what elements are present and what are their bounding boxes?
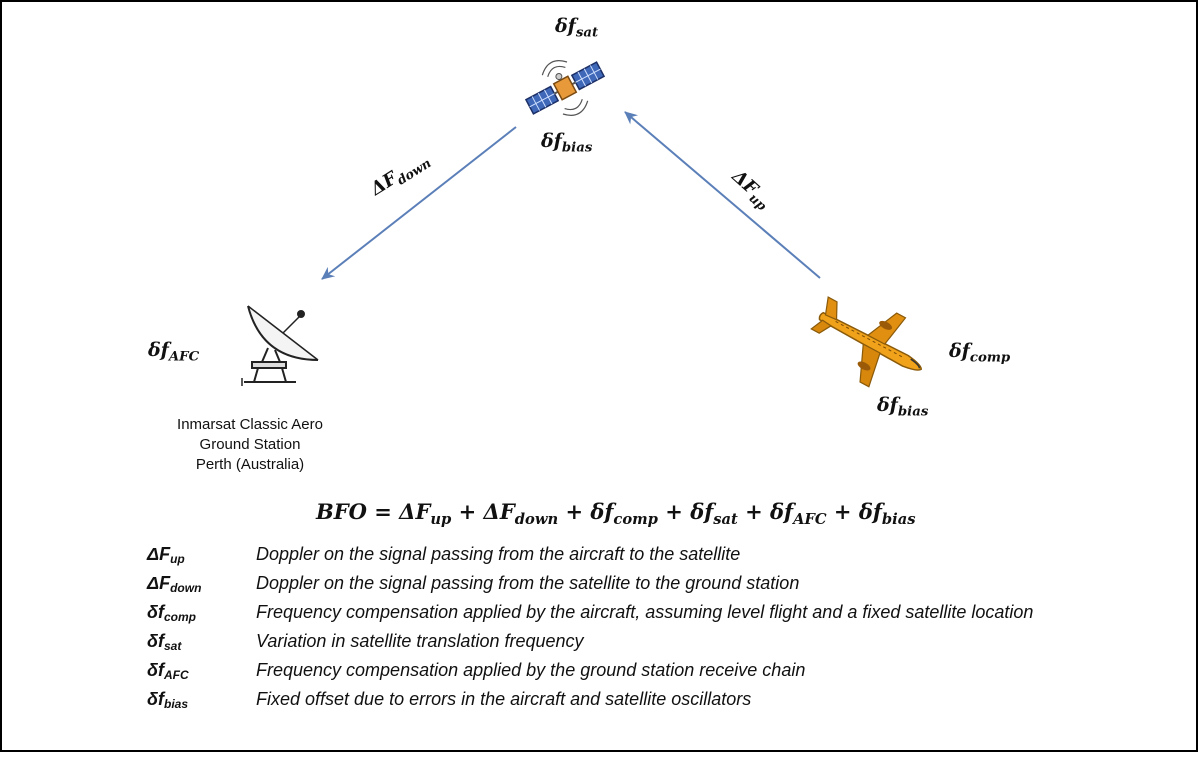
satellite-bias-label: δfbias (541, 130, 593, 156)
ground-station-name-line: Inmarsat Classic Aero (177, 416, 323, 433)
equation-term: + δfAFC (737, 499, 827, 529)
legend-description: Doppler on the signal passing from the s… (256, 573, 800, 593)
equation-term: + δfsat (657, 499, 738, 529)
aircraft-icon (810, 296, 922, 388)
legend-description: Doppler on the signal passing from the a… (256, 544, 741, 564)
satellite-dish-icon (241, 305, 319, 386)
equation-lhs: BFO (316, 499, 367, 524)
legend-symbol: ΔFdown (147, 573, 202, 595)
equation-term: ΔFup (399, 499, 452, 529)
equation-term: + δfcomp (558, 499, 658, 529)
uplink-arrow (624, 111, 821, 279)
satellite-icon (524, 60, 606, 116)
equation-term: + ΔFdown (451, 499, 559, 529)
equation-term: + δfbias (826, 499, 916, 529)
legend-symbol: δfcomp (147, 602, 196, 624)
equation-equals: = (366, 499, 400, 524)
legend-description: Fixed offset due to errors in the aircra… (256, 689, 752, 709)
legend-description: Frequency compensation applied by the ai… (256, 602, 1034, 622)
legend-description: Frequency compensation applied by the gr… (256, 660, 806, 680)
legend-symbol: δfbias (147, 689, 188, 711)
bfo-equation: BFO = ΔFup + ΔFdown + δfcomp + δfsat + δ… (316, 499, 916, 528)
ground-station-afc-label: δfAFC (148, 339, 200, 365)
legend-symbol: δfAFC (147, 660, 189, 682)
aircraft-comp-label: δfcomp (949, 340, 1011, 366)
downlink-arrow (321, 126, 517, 280)
ground-station-name: Inmarsat Classic Aero Ground Station Per… (145, 415, 355, 475)
satellite-sat-label: δfsat (555, 15, 599, 41)
ground-station-name-line: Ground Station (199, 436, 301, 453)
legend-symbol: δfsat (147, 631, 182, 653)
legend-description: Variation in satellite translation frequ… (256, 631, 584, 651)
ground-station-name-line: Perth (Australia) (195, 456, 305, 473)
legend-symbol: ΔFup (147, 544, 185, 566)
aircraft-bias-label: δfbias (877, 394, 929, 420)
